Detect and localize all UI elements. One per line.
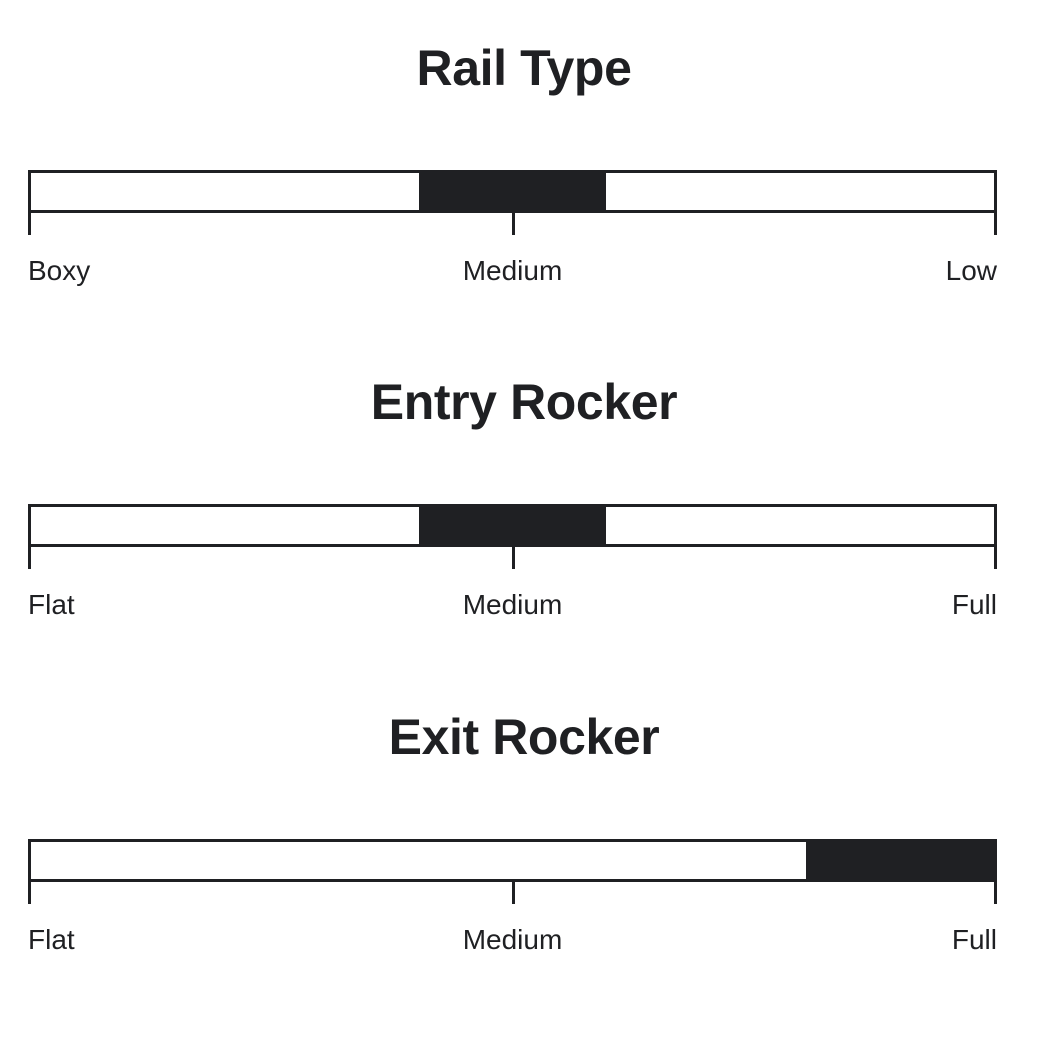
section-title: Rail Type — [416, 40, 632, 96]
gauge-label-middle: Medium — [462, 255, 563, 286]
gauge-label-row: Boxy Medium Low — [28, 253, 997, 289]
gauge-entry-rocker: Flat Medium Full — [28, 504, 997, 623]
tick-mark-end — [994, 547, 997, 569]
section-title: Exit Rocker — [388, 709, 660, 765]
tick-mark-start — [28, 547, 31, 569]
gauge-track[interactable] — [28, 839, 997, 882]
gauge-section-exit-rocker: Exit Rocker Flat Medium Full — [0, 669, 1048, 955]
gauge-label-start: Boxy — [28, 255, 91, 286]
gauge-section-entry-rocker: Entry Rocker Flat Medium Full — [0, 334, 1048, 620]
tick-mark-start — [28, 882, 31, 904]
gauge-tick-row — [28, 547, 997, 569]
gauge-label-end: Full — [951, 589, 997, 620]
gauge-label-middle: Medium — [462, 589, 563, 620]
gauge-tick-row — [28, 882, 997, 904]
gauge-label-start: Flat — [28, 924, 75, 955]
gauge-fill-segment — [418, 170, 607, 213]
gauge-tick-row — [28, 213, 997, 235]
gauge-track[interactable] — [28, 170, 997, 213]
gauge-section-rail-type: Rail Type Boxy Medium Low — [0, 0, 1048, 286]
gauge-label-start: Flat — [28, 589, 75, 620]
gauge-track[interactable] — [28, 504, 997, 547]
tick-mark-end — [994, 882, 997, 904]
tick-mark-start — [28, 213, 31, 235]
gauge-rail-type: Boxy Medium Low — [28, 170, 997, 289]
gauge-label-row: Flat Medium Full — [28, 587, 997, 623]
gauge-fill-segment — [806, 839, 997, 882]
tick-mark-middle — [512, 213, 515, 235]
gauge-exit-rocker: Flat Medium Full — [28, 839, 997, 958]
gauge-label-row: Flat Medium Full — [28, 922, 997, 958]
tick-mark-middle — [512, 547, 515, 569]
tick-mark-middle — [512, 882, 515, 904]
tick-mark-end — [994, 213, 997, 235]
gauge-label-middle: Medium — [462, 924, 563, 955]
gauge-label-end: Low — [945, 255, 997, 286]
gauge-label-end: Full — [951, 924, 997, 955]
section-title: Entry Rocker — [370, 374, 678, 430]
gauge-fill-segment — [418, 504, 607, 547]
